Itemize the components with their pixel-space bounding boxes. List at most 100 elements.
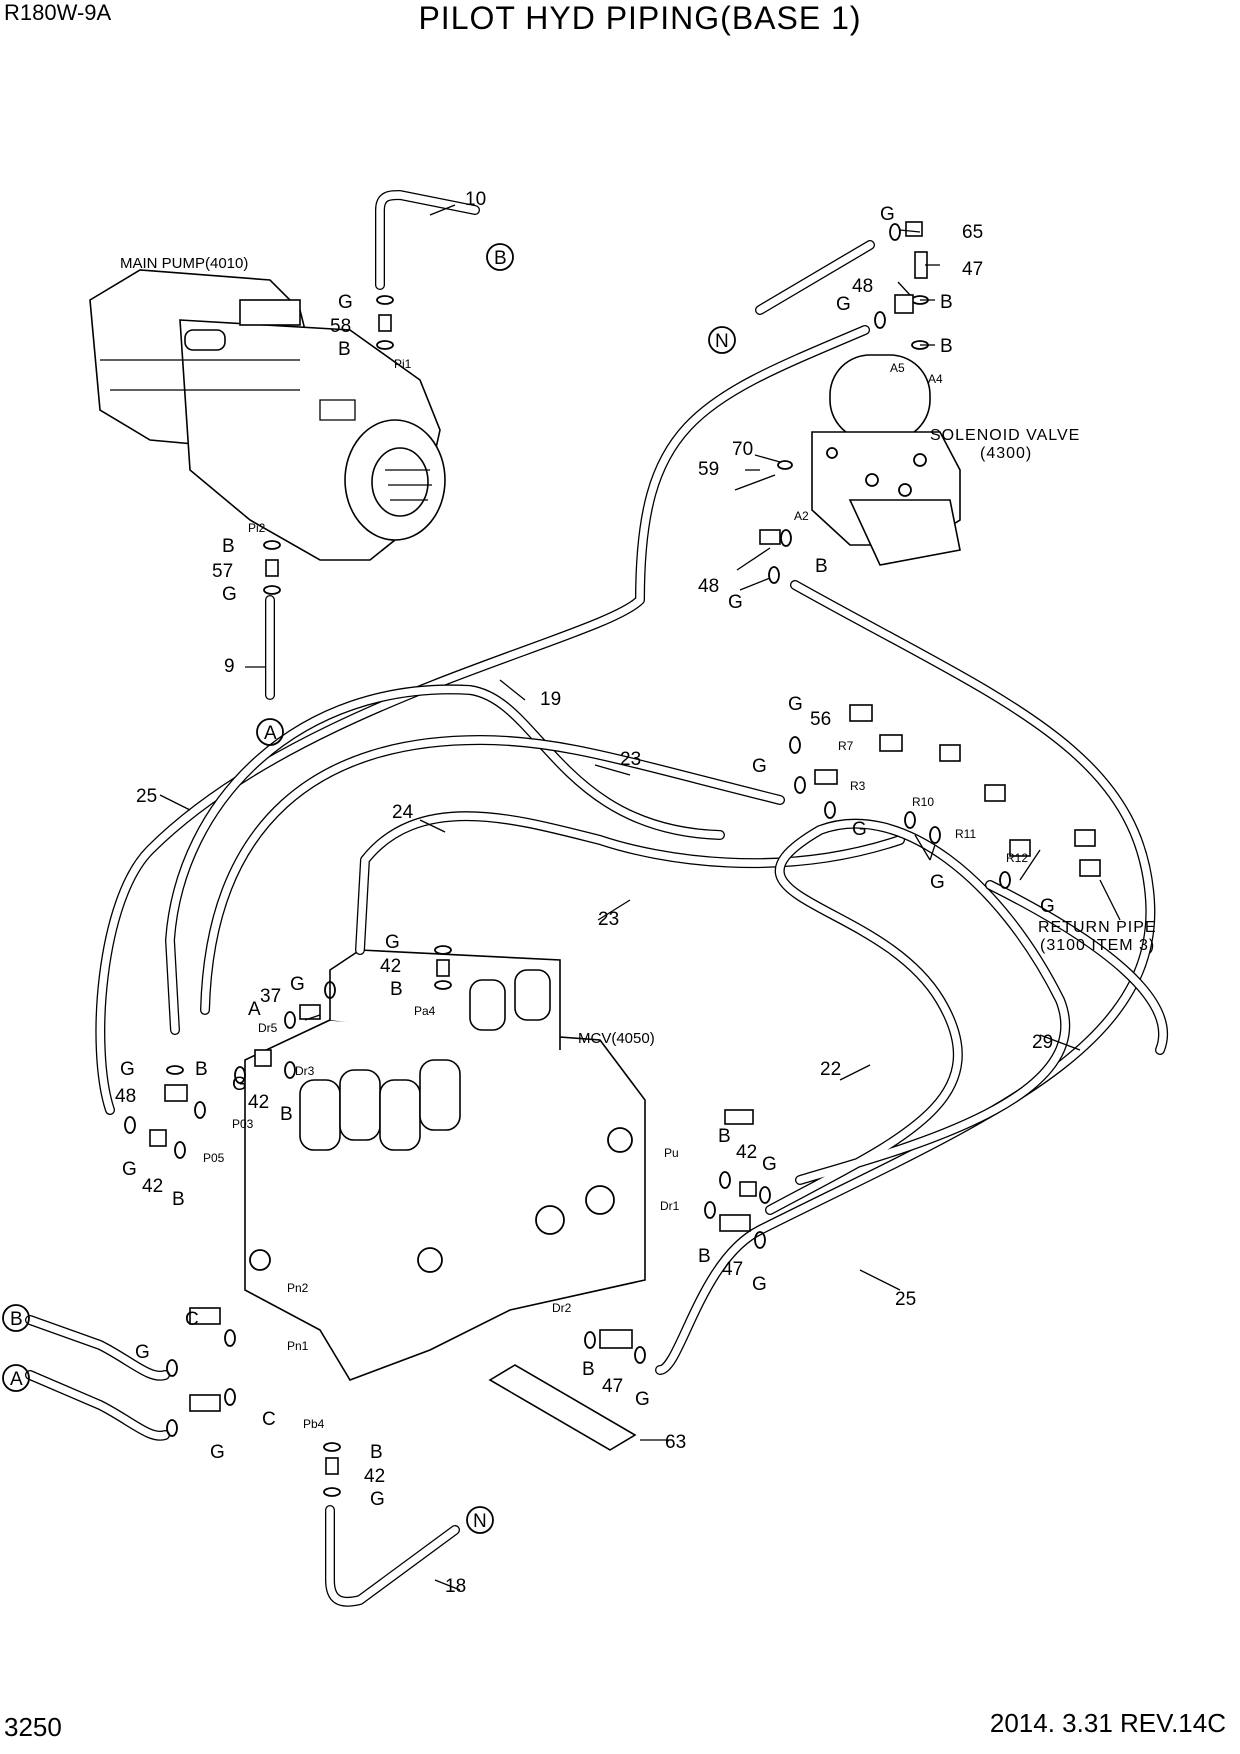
port-pi2: Pi2 bbox=[248, 521, 266, 535]
callout-g-42-p05: G bbox=[122, 1159, 137, 1180]
connector-b-top: B bbox=[494, 248, 507, 269]
callout-b-pi1: B bbox=[338, 339, 351, 360]
callout-g-56: G bbox=[788, 694, 803, 715]
callout-b-pi2: B bbox=[222, 536, 235, 557]
callout-57: 57 bbox=[212, 561, 233, 582]
solenoid-valve-label: SOLENOID VALVE bbox=[930, 427, 1080, 444]
callout-g-65: G bbox=[880, 204, 895, 225]
callout-47-dr2: 47 bbox=[602, 1376, 623, 1397]
port-pi1: Pi1 bbox=[394, 357, 412, 371]
callout-g-42-top: G bbox=[385, 932, 400, 953]
callout-b-dr3: B bbox=[280, 1104, 293, 1125]
callout-b-a4: B bbox=[940, 336, 953, 357]
leader-lines bbox=[159, 204, 1121, 1591]
solenoid-valve-drawing: SOLENOID VALVE (4300) bbox=[811, 354, 1080, 566]
callout-b-pu: B bbox=[718, 1126, 731, 1147]
solenoid-valve-code: (4300) bbox=[980, 445, 1032, 462]
fittings bbox=[124, 221, 1101, 1497]
connector-b-mcv: B bbox=[10, 1309, 23, 1330]
callout-42-top: 42 bbox=[380, 956, 401, 977]
callout-b-pb4: B bbox=[370, 1442, 383, 1463]
callout-b-dr2: B bbox=[582, 1359, 595, 1380]
callout-g-r11: G bbox=[930, 872, 945, 893]
callout-g-42-left: G bbox=[232, 1074, 247, 1095]
callout-63: 63 bbox=[665, 1432, 686, 1453]
port-r7: R7 bbox=[838, 739, 854, 753]
port-a2: A2 bbox=[794, 509, 809, 523]
revision-date: 2014. 3.31 REV.14C bbox=[989, 1708, 1226, 1738]
port-a5: A5 bbox=[890, 361, 905, 375]
callout-56: 56 bbox=[810, 709, 831, 730]
callout-g-r7: G bbox=[752, 756, 767, 777]
callout-g-pu: G bbox=[762, 1154, 777, 1175]
callout-37: 37 bbox=[260, 986, 281, 1007]
callout-g-57: G bbox=[222, 584, 237, 605]
callout-g-pb4: G bbox=[370, 1489, 385, 1510]
callout-25-right: 25 bbox=[895, 1289, 916, 1310]
main-pump-drawing: MAIN PUMP(4010) bbox=[89, 255, 446, 561]
mcv-drawing: MCV(4050) bbox=[244, 949, 655, 1451]
callout-24: 24 bbox=[392, 802, 414, 823]
callout-g-48-a2: G bbox=[728, 592, 743, 613]
callout-g-r3: G bbox=[852, 819, 867, 840]
callout-48-a2: 48 bbox=[698, 576, 719, 597]
page-number: 3250 bbox=[4, 1712, 62, 1742]
port-pu: Pu bbox=[664, 1146, 679, 1160]
return-pipe-code: (3100 ITEM 3) bbox=[1040, 937, 1155, 954]
callout-47-dr1: 47 bbox=[722, 1259, 743, 1280]
callout-g-dr2: G bbox=[635, 1389, 650, 1410]
callout-48-left: 48 bbox=[115, 1086, 136, 1107]
callout-g-48-top: G bbox=[836, 294, 851, 315]
callout-42-p05: 42 bbox=[142, 1176, 163, 1197]
connector-a-pump: A bbox=[264, 723, 277, 744]
callout-25-left: 25 bbox=[136, 786, 157, 807]
connector-n-top: N bbox=[715, 331, 729, 352]
callout-g-dr1: G bbox=[752, 1274, 767, 1295]
callout-23-top: 23 bbox=[620, 749, 641, 770]
callout-b-a4-top: B bbox=[940, 292, 953, 313]
callout-g-48-left: G bbox=[120, 1059, 135, 1080]
callout-19: 19 bbox=[540, 689, 561, 710]
callout-42-left: 42 bbox=[248, 1092, 269, 1113]
port-r11: R11 bbox=[955, 827, 976, 841]
port-r12: R12 bbox=[1006, 851, 1028, 865]
callout-a-dr5: A bbox=[248, 999, 261, 1020]
main-pump-label: MAIN PUMP(4010) bbox=[120, 255, 248, 272]
callout-g-r12: G bbox=[1040, 896, 1055, 917]
callout-b-a2: B bbox=[815, 556, 828, 577]
callout-47-top: 47 bbox=[962, 259, 983, 280]
port-a4: A4 bbox=[928, 372, 943, 386]
model-number: R180W-9A bbox=[4, 0, 112, 25]
callouts: 10 G 58 B Pi1 Pi2 B 57 G 9 G 65 47 48 G … bbox=[115, 189, 1157, 1597]
port-pn2: Pn2 bbox=[287, 1281, 309, 1295]
callout-59: 59 bbox=[698, 459, 719, 480]
page-title: PILOT HYD PIPING(BASE 1) bbox=[418, 0, 862, 36]
callout-58: 58 bbox=[330, 316, 351, 337]
port-dr2: Dr2 bbox=[552, 1301, 572, 1315]
port-pb4: Pb4 bbox=[303, 1417, 325, 1431]
callout-42-pb4: 42 bbox=[364, 1466, 385, 1487]
port-dr3: Dr3 bbox=[295, 1064, 315, 1078]
callout-18: 18 bbox=[445, 1576, 466, 1597]
callout-10: 10 bbox=[465, 189, 486, 210]
callout-29: 29 bbox=[1032, 1032, 1053, 1053]
callout-70: 70 bbox=[732, 439, 753, 460]
callout-42-pu: 42 bbox=[736, 1142, 757, 1163]
callout-9: 9 bbox=[224, 656, 235, 677]
callout-b-pa4: B bbox=[390, 979, 403, 1000]
callout-c-pn1: C bbox=[262, 1409, 276, 1430]
callout-g-pn1: G bbox=[210, 1442, 225, 1463]
callout-c-pn2: C bbox=[185, 1309, 199, 1330]
callout-22: 22 bbox=[820, 1059, 841, 1080]
hoses bbox=[25, 190, 1169, 1607]
callout-g-58-top: G bbox=[338, 292, 353, 313]
callout-g-pn2: G bbox=[135, 1342, 150, 1363]
return-pipe-label: RETURN PIPE bbox=[1038, 919, 1157, 936]
port-p05: P05 bbox=[203, 1151, 225, 1165]
callout-b-p05: B bbox=[172, 1189, 185, 1210]
port-pn1: Pn1 bbox=[287, 1339, 309, 1353]
mcv-label: MCV(4050) bbox=[578, 1030, 655, 1047]
connector-n-bottom: N bbox=[473, 1511, 487, 1532]
callout-23-lower: 23 bbox=[598, 909, 619, 930]
